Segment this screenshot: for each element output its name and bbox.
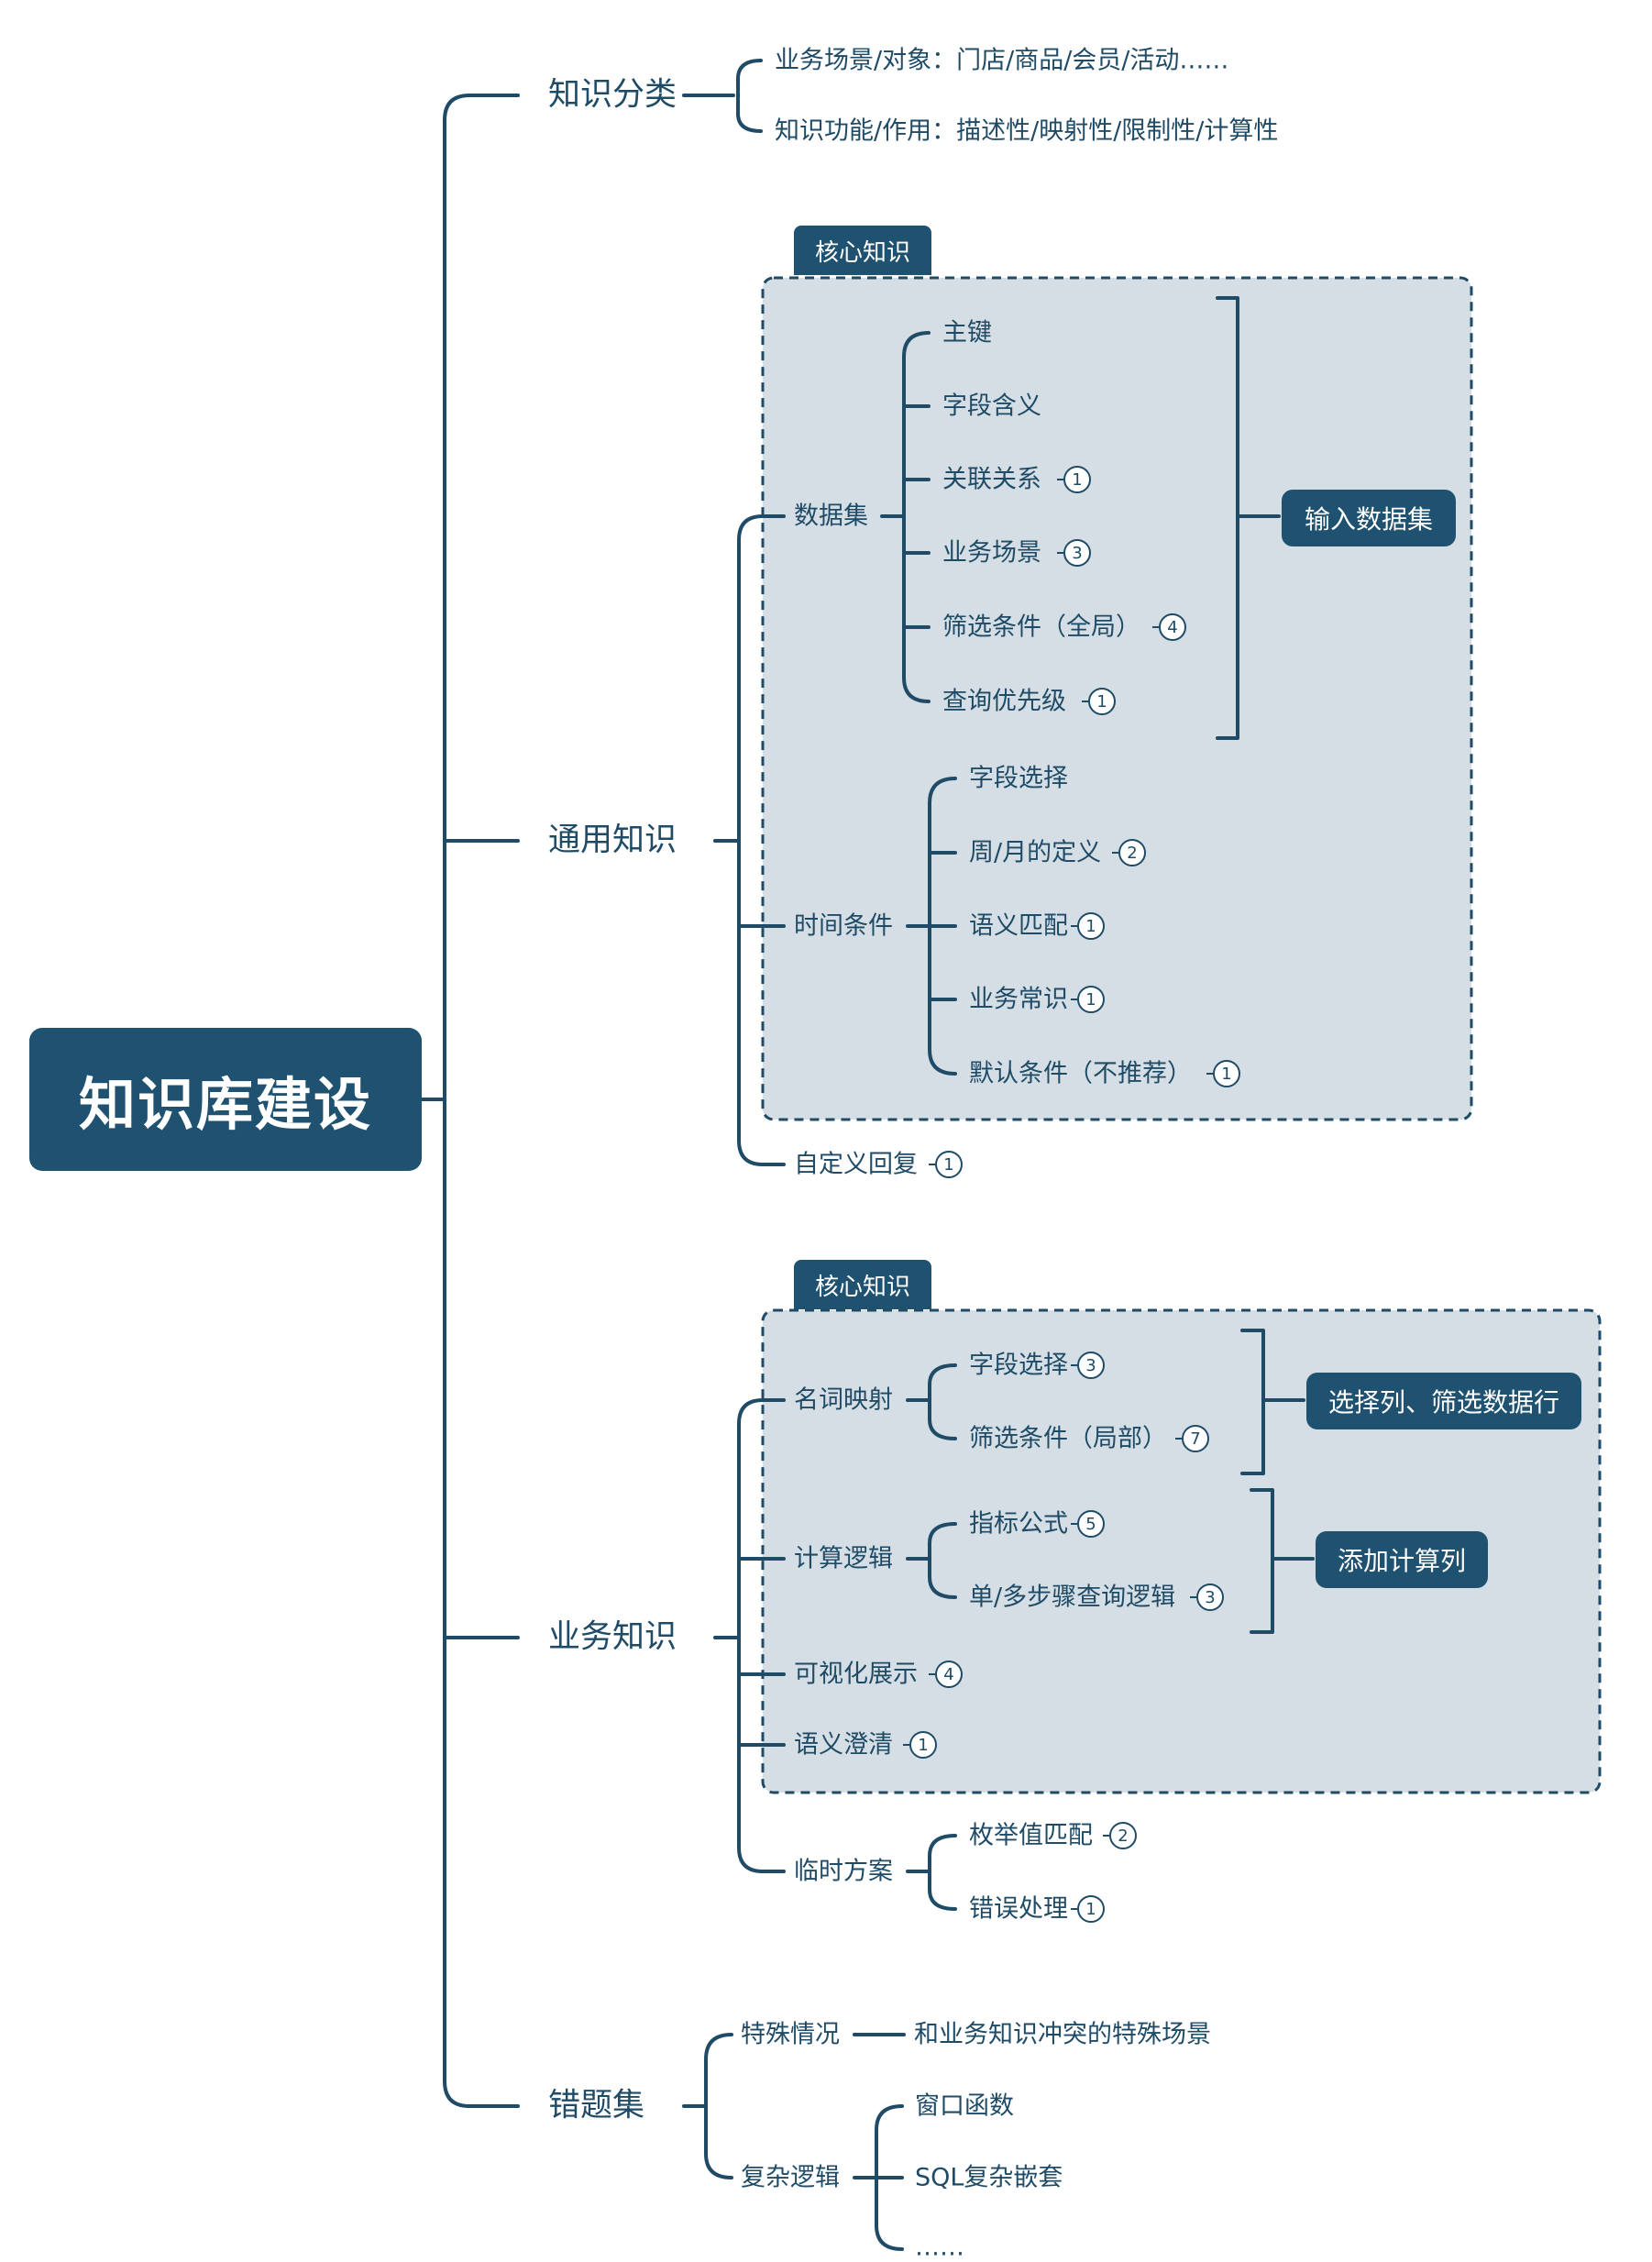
root-node[interactable]: 知识库建设	[29, 1028, 422, 1171]
node-calc-logic[interactable]: 计算逻辑	[794, 1544, 893, 1573]
temp-item[interactable]: 枚举值匹配	[969, 1821, 1093, 1850]
count-badge[interactable]: 1	[1077, 912, 1105, 940]
summary-select-filter[interactable]: 选择列、筛选数据行	[1306, 1373, 1581, 1429]
special-case-item[interactable]: 和业务知识冲突的特殊场景	[914, 2020, 1211, 2049]
mapping-item[interactable]: 筛选条件（局部）	[969, 1424, 1167, 1453]
branch-business-knowledge[interactable]: 业务知识	[548, 1618, 677, 1656]
branch-classification[interactable]: 知识分类	[548, 76, 677, 114]
node-dataset[interactable]: 数据集	[794, 502, 868, 531]
node-term-mapping[interactable]: 名词映射	[794, 1385, 893, 1415]
time-item[interactable]: 周/月的定义	[969, 838, 1102, 867]
core-knowledge-label: 核心知识	[794, 1260, 931, 1309]
count-badge[interactable]: 1	[1077, 1895, 1105, 1923]
mapping-item[interactable]: 字段选择	[969, 1351, 1068, 1380]
time-item[interactable]: 语义匹配	[969, 911, 1068, 941]
node-temporary-solution[interactable]: 临时方案	[794, 1857, 893, 1886]
count-badge[interactable]: 5	[1077, 1510, 1105, 1538]
count-badge[interactable]: 2	[1109, 1822, 1137, 1849]
dataset-item[interactable]: 主键	[942, 318, 992, 348]
count-badge[interactable]: 3	[1196, 1583, 1224, 1611]
count-badge[interactable]: 4	[1159, 613, 1186, 641]
classification-item[interactable]: 知识功能/作用：描述性/映射性/限制性/计算性	[775, 116, 1279, 146]
count-badge[interactable]: 4	[935, 1661, 963, 1688]
count-badge[interactable]: 1	[1063, 466, 1091, 493]
calc-item[interactable]: 指标公式	[969, 1509, 1068, 1539]
core-knowledge-box-business	[761, 1308, 1602, 1794]
summary-add-calc-column[interactable]: 添加计算列	[1316, 1531, 1488, 1588]
complex-item[interactable]: SQL复杂嵌套	[915, 2163, 1063, 2192]
count-badge[interactable]: 3	[1063, 539, 1091, 567]
node-custom-reply[interactable]: 自定义回复	[794, 1150, 918, 1179]
temp-item[interactable]: 错误处理	[969, 1894, 1068, 1924]
classification-item[interactable]: 业务场景/对象：门店/商品/会员/活动……	[775, 46, 1229, 75]
count-badge[interactable]: 1	[1213, 1060, 1240, 1087]
branch-general-knowledge[interactable]: 通用知识	[548, 822, 677, 859]
dataset-item[interactable]: 字段含义	[942, 392, 1041, 421]
node-time-condition[interactable]: 时间条件	[794, 911, 893, 941]
dataset-item[interactable]: 筛选条件（全局）	[942, 612, 1140, 642]
branch-mistakes[interactable]: 错题集	[548, 2087, 645, 2124]
core-knowledge-box-general	[761, 276, 1473, 1121]
node-semantic-clarification[interactable]: 语义澄清	[794, 1730, 893, 1760]
complex-item[interactable]: 窗口函数	[915, 2091, 1014, 2121]
count-badge[interactable]: 7	[1182, 1425, 1209, 1452]
dataset-item[interactable]: 业务场景	[942, 538, 1041, 568]
calc-item[interactable]: 单/多步骤查询逻辑	[969, 1583, 1176, 1612]
complex-item[interactable]: ……	[915, 2233, 964, 2262]
core-knowledge-label: 核心知识	[794, 226, 931, 275]
count-badge[interactable]: 1	[909, 1731, 937, 1759]
count-badge[interactable]: 3	[1077, 1352, 1105, 1379]
node-visualization[interactable]: 可视化展示	[794, 1660, 918, 1689]
time-item[interactable]: 字段选择	[969, 764, 1068, 793]
summary-input-dataset[interactable]: 输入数据集	[1282, 490, 1456, 546]
time-item[interactable]: 业务常识	[969, 985, 1068, 1014]
count-badge[interactable]: 2	[1118, 839, 1146, 866]
dataset-item[interactable]: 关联关系	[942, 465, 1041, 494]
dataset-item[interactable]: 查询优先级	[942, 687, 1066, 716]
node-special-case[interactable]: 特殊情况	[741, 2020, 840, 2049]
count-badge[interactable]: 1	[1077, 986, 1105, 1013]
node-complex-logic[interactable]: 复杂逻辑	[741, 2163, 840, 2192]
count-badge[interactable]: 1	[935, 1151, 963, 1178]
count-badge[interactable]: 1	[1088, 688, 1116, 715]
time-item[interactable]: 默认条件（不推荐）	[969, 1059, 1192, 1088]
